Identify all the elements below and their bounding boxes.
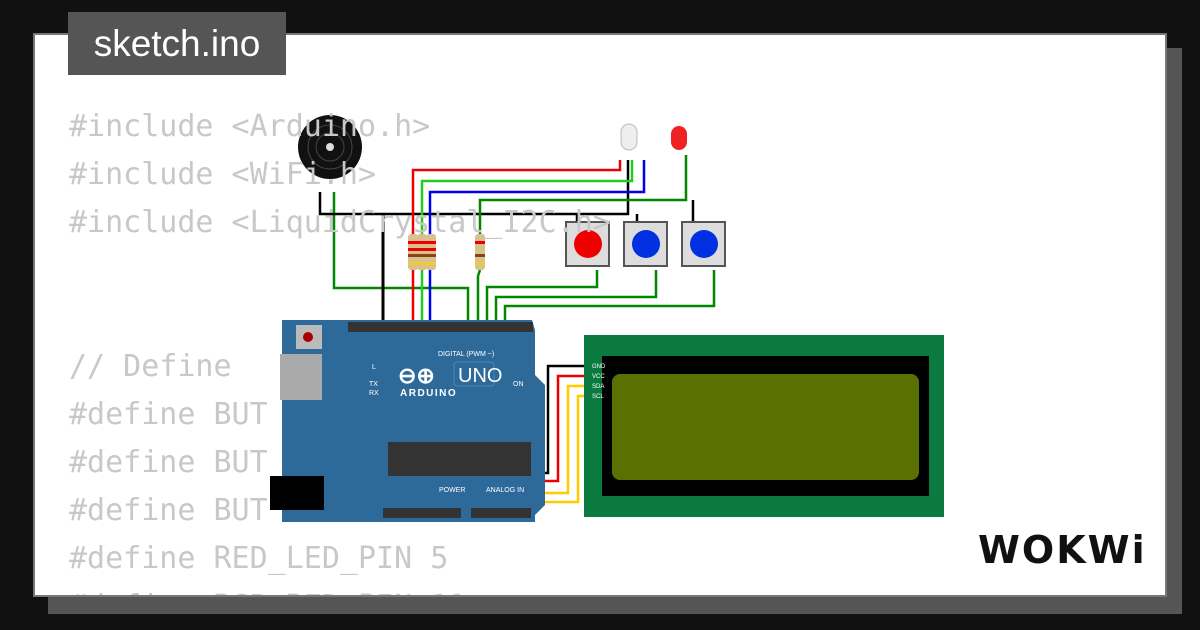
analog-label: ANALOG IN [486, 487, 524, 494]
arduino-uno[interactable]: ⊖⊕ ARDUINO UNO DIGITAL (PWM ~) POWER ANA… [270, 320, 545, 522]
tx-label: TX [369, 381, 378, 388]
pushbutton-red[interactable] [565, 221, 610, 267]
lcd-1602-i2c[interactable]: GND VCC SDA SCL [584, 335, 944, 517]
reset-button [303, 332, 313, 342]
red-led[interactable] [671, 126, 687, 150]
on-label: ON [513, 381, 524, 388]
power-label: POWER [439, 487, 465, 494]
brand-label: ARDUINO [400, 388, 457, 399]
lcd-pin-gnd: GND [592, 364, 606, 370]
pushbutton-blue-2[interactable] [681, 221, 726, 267]
usb-port [280, 354, 322, 400]
rx-label: RX [369, 390, 379, 397]
arduino-logo-icon: ⊖⊕ [398, 363, 435, 388]
lcd-pin-vcc: VCC [592, 374, 605, 380]
wokwi-logo: WOKWi [978, 528, 1147, 572]
lcd-pin-scl: SCL [592, 394, 604, 400]
atmega-chip [388, 442, 531, 476]
digital-label: DIGITAL (PWM ~) [438, 351, 494, 358]
rgb-led[interactable] [620, 123, 638, 151]
resistors [408, 234, 485, 270]
l-label: L [372, 364, 376, 371]
pushbutton-blue-1[interactable] [623, 221, 668, 267]
buzzer[interactable] [298, 115, 362, 179]
file-title: sketch.ino [68, 12, 286, 75]
lcd-pin-sda: SDA [592, 384, 604, 390]
power-jack [270, 476, 324, 510]
model-label: UNO [458, 365, 502, 387]
